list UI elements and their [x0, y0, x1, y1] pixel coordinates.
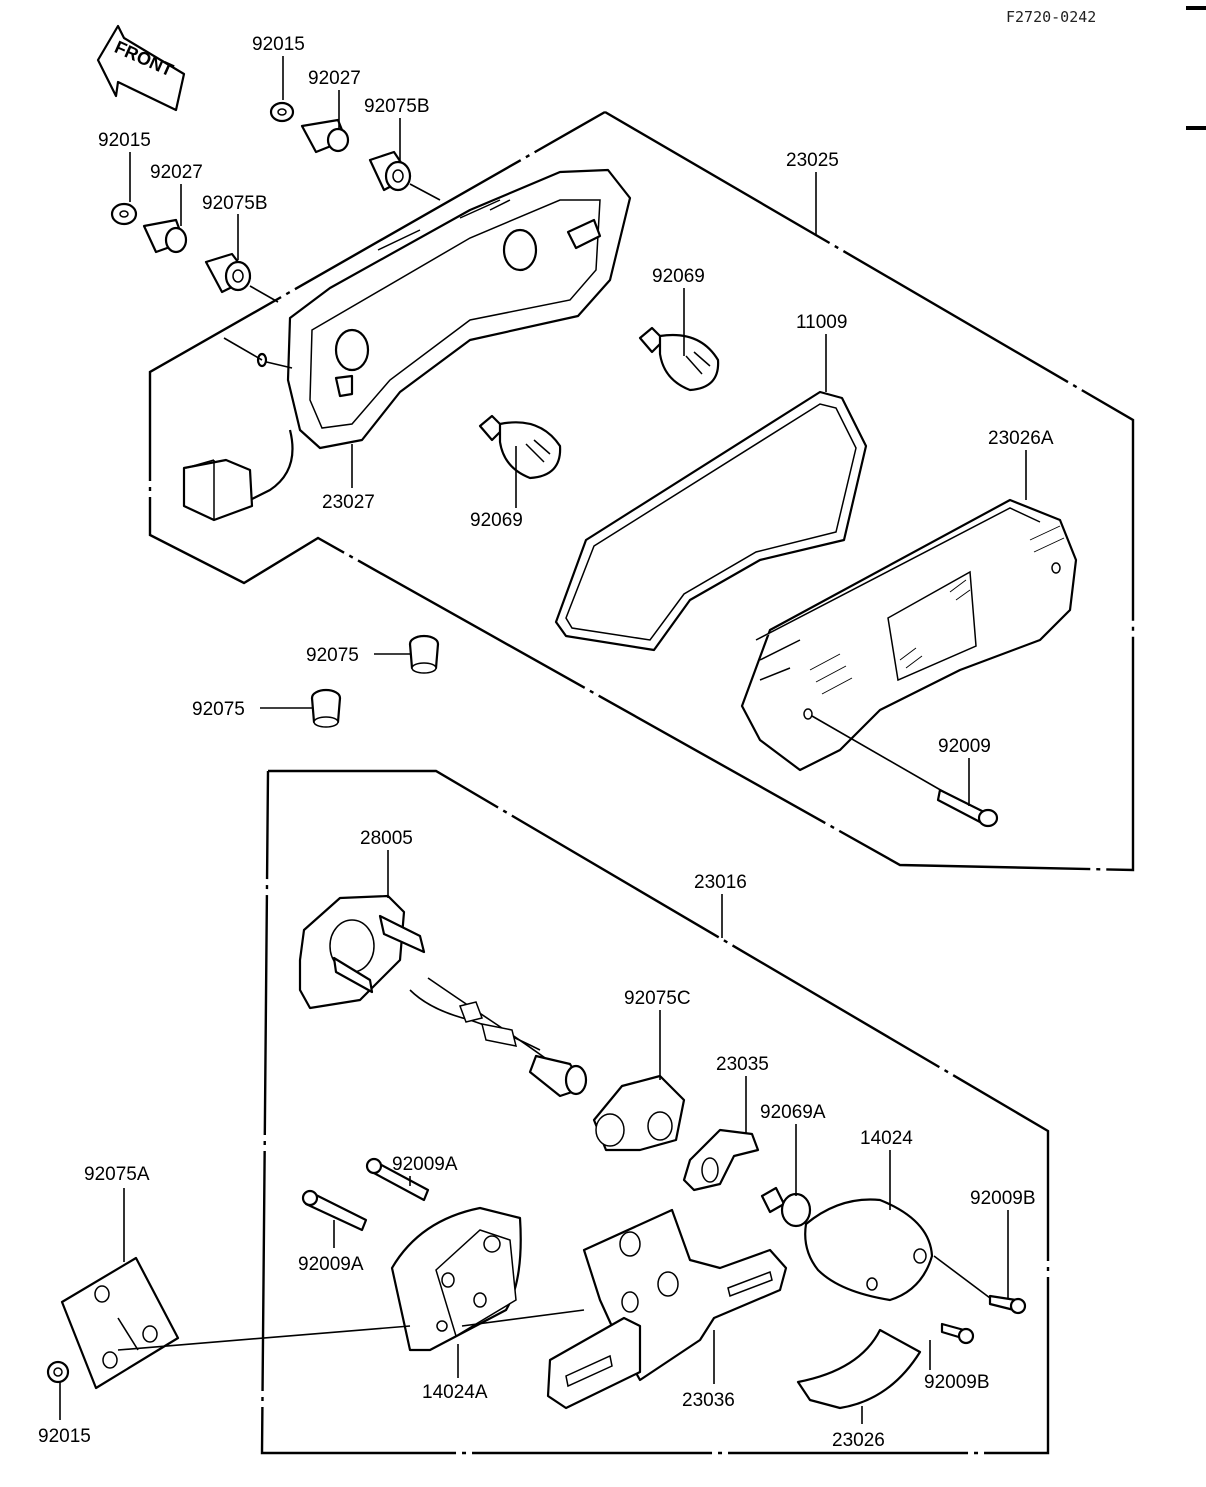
screw-92009B-b [940, 1322, 975, 1345]
screw-92009A-b [301, 1189, 368, 1232]
callout-92009A-a: 92009A [392, 1154, 458, 1175]
collar-92015-c [46, 1360, 70, 1384]
lens-23026A [740, 498, 1078, 772]
edge-mark-middle [1186, 126, 1206, 130]
callout-92075B-b: 92075B [202, 193, 268, 214]
grommet-92075B-a [368, 150, 412, 192]
callout-23025: 23025 [786, 150, 839, 171]
socket-base-28005 [298, 894, 426, 1010]
lamp-housing-23027 [182, 168, 632, 522]
license-lamp-assembly-frame [260, 769, 1050, 1455]
callout-92069A: 92069A [760, 1102, 826, 1123]
collar-92015-b [110, 202, 138, 226]
bulb-92069-b [478, 414, 562, 480]
grommet-92075B-b [204, 252, 252, 294]
bushing-92027-a [300, 118, 350, 154]
grommet-92075-b [310, 688, 342, 728]
bulb-92069-a [638, 326, 720, 392]
grommet-92075-a [408, 634, 440, 674]
callout-92069-b: 92069 [470, 510, 523, 531]
bushing-92027-b [142, 218, 188, 254]
callout-92075-b: 92075 [192, 699, 245, 720]
callout-28005: 28005 [360, 828, 413, 849]
reference-code: F2720-0242 [1006, 8, 1097, 26]
callout-23035: 23035 [716, 1054, 769, 1075]
callout-92075B-a: 92075B [364, 96, 430, 117]
callout-92027-b: 92027 [150, 162, 203, 183]
callout-14024: 14024 [860, 1128, 913, 1149]
socket-92075C [592, 1074, 686, 1152]
callout-11009: 11009 [796, 312, 847, 333]
callout-92075A: 92075A [84, 1164, 150, 1185]
collar-92015-a [269, 101, 295, 123]
callout-23016: 23016 [694, 872, 747, 893]
front-arrow-icon: FRONT [96, 24, 186, 112]
bulb-92069A [760, 1186, 812, 1228]
screw-92009B-a [988, 1294, 1027, 1315]
callout-92015-b: 92015 [98, 130, 151, 151]
callout-92027-a: 92027 [308, 68, 361, 89]
callout-92015-a: 92015 [252, 34, 305, 55]
callout-23027: 23027 [322, 492, 375, 513]
gasket-11009 [554, 390, 868, 652]
plate-92075A [60, 1256, 180, 1390]
bracket-23035 [682, 1128, 760, 1192]
cover-23026 [796, 1328, 922, 1410]
callout-92009B-a: 92009B [970, 1188, 1036, 1209]
callout-92075C: 92075C [624, 988, 691, 1009]
bracket-23036 [546, 1208, 788, 1410]
callout-92015-c: 92015 [38, 1426, 91, 1447]
wire-harness [409, 977, 588, 1098]
callout-23026A: 23026A [988, 428, 1054, 449]
callout-92075-a: 92075 [306, 645, 359, 666]
screw-92009 [936, 788, 999, 828]
callout-23036: 23036 [682, 1390, 735, 1411]
callout-92009A-b: 92009A [298, 1254, 364, 1275]
lens-14024 [804, 1198, 934, 1302]
edge-mark-top [1186, 6, 1206, 10]
housing-14024A [390, 1206, 522, 1352]
callout-labels: 92015 92027 92075B 92015 92027 92075B 23… [38, 34, 1054, 1451]
callout-14024A: 14024A [422, 1382, 488, 1403]
callout-92009B-b: 92009B [924, 1372, 990, 1393]
callout-92009: 92009 [938, 736, 991, 757]
tail-lamp-assembly-frame [148, 110, 1135, 872]
callout-23026: 23026 [832, 1430, 885, 1451]
callout-92069-a: 92069 [652, 266, 705, 287]
leader-lines [59, 56, 1027, 1424]
